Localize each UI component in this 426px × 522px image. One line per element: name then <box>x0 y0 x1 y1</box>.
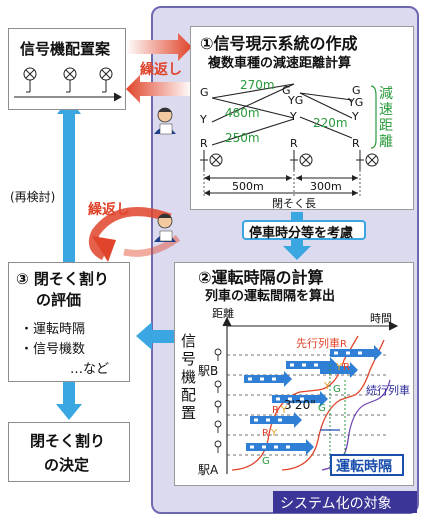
headway-label-box <box>330 454 404 476</box>
loop-arrow-mid <box>88 207 172 261</box>
decision-line1: 閉そく割り <box>30 432 106 450</box>
aspect-letter: R <box>272 405 279 416</box>
system-label-box <box>273 491 417 513</box>
step3-title-line1: ③ 閉そく割り <box>16 270 109 288</box>
aspect-mid-g: G <box>282 84 291 97</box>
decision-box <box>8 422 130 482</box>
arrow-down-to-decision <box>56 404 82 420</box>
aspect-letter: Y <box>336 362 343 373</box>
repeat-label-top: 繰返し <box>140 62 182 78</box>
span-500m: 500m <box>232 180 264 193</box>
aspect-left-r: R <box>200 137 208 150</box>
recheck-label: (再検討) <box>10 190 56 204</box>
step3-item-signal-count: ・信号機数 <box>20 342 86 357</box>
aspect-mid-y: Y <box>290 110 297 123</box>
step2-title: ②運転時隔の計算 <box>198 268 324 287</box>
step1-subtitle: 複数車種の減速距離計算 <box>208 56 352 71</box>
step3-item-etc: …など <box>70 362 110 377</box>
distance-250: 250m <box>225 131 260 145</box>
aspect-letter: R <box>262 428 269 439</box>
aspect-letter: Y <box>281 405 288 416</box>
span-300m: 300m <box>310 180 342 193</box>
placement-title: 信号機配置案 <box>20 40 111 58</box>
distance-480: 480m <box>225 106 260 120</box>
arrow-placement-to-step1 <box>126 33 192 61</box>
arrow-step1-to-placement <box>126 75 192 103</box>
step3-box <box>8 262 130 382</box>
aspect-letter: G <box>262 456 270 467</box>
station-a-label: 駅A <box>198 463 219 477</box>
distance-270: 270m <box>240 78 275 92</box>
aspect-letter: Y <box>271 428 278 439</box>
aspect-right-r: R <box>352 137 360 150</box>
headway-label: 運転時隔 <box>336 459 392 475</box>
distance-220: 220m <box>313 116 348 130</box>
aspect-mid-yg: YG <box>288 94 304 107</box>
step1-title: ①信号現示系統の作成 <box>200 34 358 53</box>
step3-item-headway: ・運転時隔 <box>20 322 86 337</box>
block-length-label: 閉そく長 <box>272 197 316 210</box>
aspect-mid-r: R <box>290 137 298 150</box>
aspect-letter: G <box>333 384 341 395</box>
headway-value: 3'20" <box>284 398 316 412</box>
consider-box <box>242 220 366 240</box>
aspect-left-y: Y <box>200 113 207 126</box>
aspect-letter: Y <box>324 381 331 392</box>
step2-subtitle: 列車の運転間隔を算出 <box>205 289 336 304</box>
aspect-right-g: G <box>352 84 361 97</box>
leading-train-label: 先行列車 <box>296 337 340 350</box>
arrow-consider-to-step2 <box>283 246 311 260</box>
system-label: システム化の対象 <box>280 496 392 512</box>
decel-label: 減速距離 <box>379 86 393 150</box>
step3-title-line2: の評価 <box>36 291 82 309</box>
repeat-label-mid: 繰返し <box>88 202 130 218</box>
axis-distance-label: 距離 <box>212 307 234 320</box>
axis-time-label: 時間 <box>370 312 392 325</box>
following-train-label: 続行列車 <box>366 384 410 397</box>
signal-placement-label: 信号機配置 <box>181 332 197 422</box>
consider-label: 停車時分等を考慮 <box>249 226 354 241</box>
aspect-letter: G <box>318 403 326 414</box>
aspect-right-y: Y <box>352 110 359 123</box>
aspect-left-g: G <box>200 86 209 99</box>
arrow-step2-to-eval <box>136 322 152 350</box>
aspect-right-yg: YG <box>348 96 364 109</box>
decision-line2: の決定 <box>44 456 90 474</box>
aspect-letter: R <box>343 362 350 373</box>
aspect-letter: R <box>340 339 347 350</box>
station-b-label: 駅B <box>198 364 219 378</box>
